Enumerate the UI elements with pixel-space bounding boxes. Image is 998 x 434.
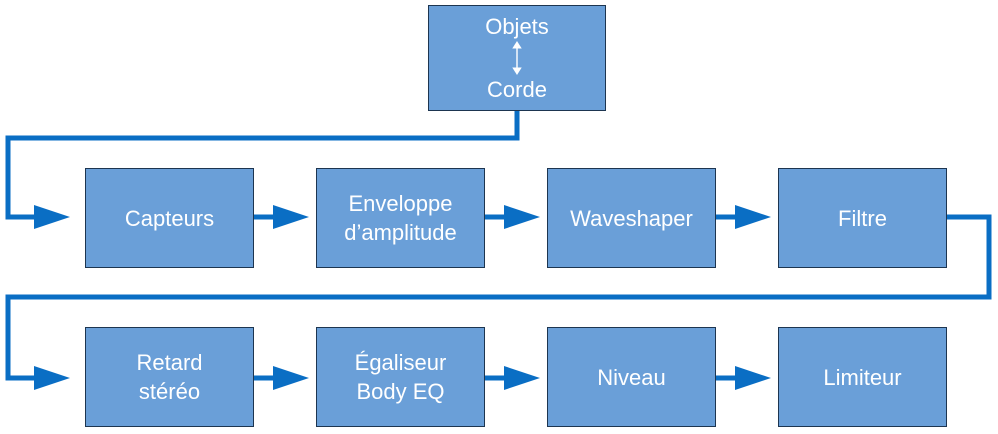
egaliseur-label-line1: Égaliseur [354, 350, 447, 375]
capteurs-label: Capteurs [124, 205, 215, 231]
niveau-label: Niveau [597, 364, 666, 390]
enveloppe-amplitude-node: Enveloppe d’amplitude [316, 168, 485, 268]
egaliseur-label-line2: Body EQ [356, 379, 445, 404]
corde-label: Corde [487, 77, 547, 102]
waveshaper-node: Waveshaper [547, 168, 716, 268]
enveloppe-label-line2: d’amplitude [344, 220, 457, 245]
arrowhead-to-filtre [735, 205, 771, 229]
filtre-label: Filtre [838, 205, 887, 231]
arrowhead-to-capteurs [34, 205, 70, 229]
objets-corde-node: Objets Corde [428, 5, 606, 111]
arrowhead-to-enveloppe [273, 205, 309, 229]
waveshaper-label: Waveshaper [570, 205, 693, 231]
connector-top-to-row1 [5, 110, 520, 220]
filtre-node: Filtre [778, 168, 947, 268]
arrowhead-to-waveshaper [504, 205, 540, 229]
retard-label-line2: stéréo [138, 379, 201, 404]
niveau-node: Niveau [547, 327, 716, 427]
arrowhead-to-limiteur [735, 366, 771, 390]
double-arrow-vertical-icon [512, 41, 522, 75]
arrowhead-to-niveau [504, 366, 540, 390]
enveloppe-label-line1: Enveloppe [348, 191, 453, 216]
limiteur-node: Limiteur [778, 327, 947, 427]
retard-stereo-node: Retard stéréo [85, 327, 254, 427]
egaliseur-body-eq-node: Égaliseur Body EQ [316, 327, 485, 427]
objets-label: Objets [485, 14, 549, 39]
arrowhead-to-retard [34, 366, 70, 390]
arrowhead-to-egaliseur [273, 366, 309, 390]
limiteur-label: Limiteur [823, 364, 902, 390]
capteurs-node: Capteurs [85, 168, 254, 268]
retard-label-line1: Retard [136, 350, 203, 375]
connector-row1-to-row2 [5, 214, 992, 381]
